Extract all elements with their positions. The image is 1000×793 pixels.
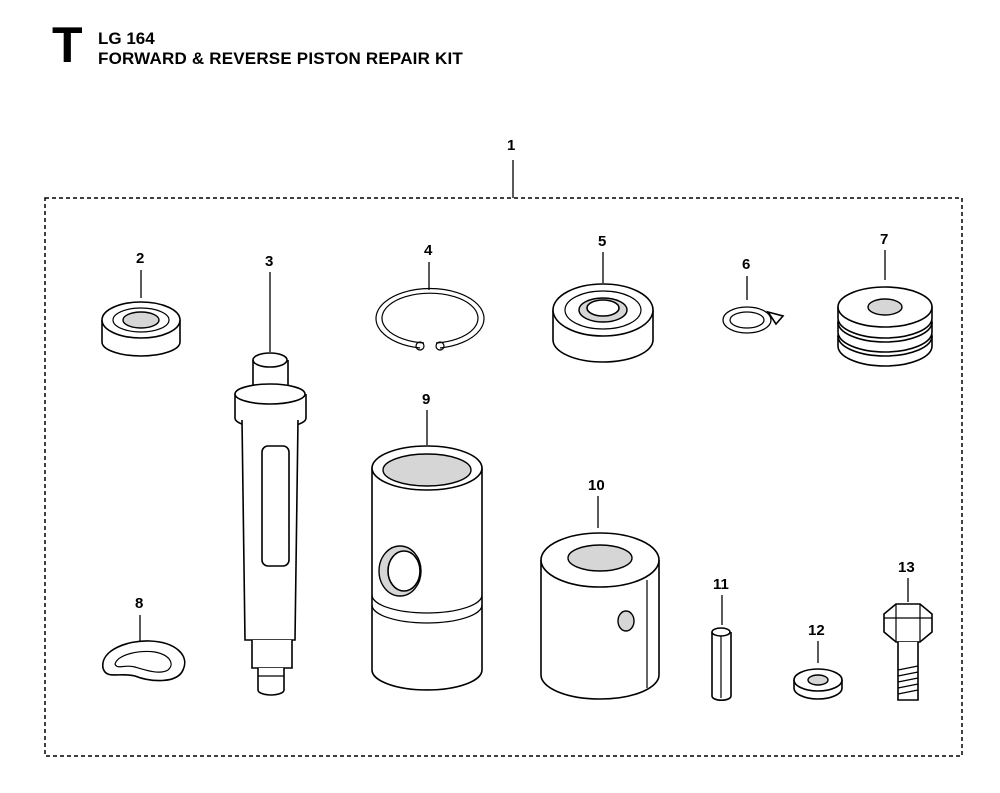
part-2-small-bearing: 2: [101, 250, 181, 357]
part-13-bolt: 13: [883, 559, 933, 701]
part-4-retaining-ring: 4: [375, 242, 485, 351]
model-number: LG 164: [98, 29, 155, 48]
callout-1: 1: [507, 137, 515, 154]
part-11-roll-pin: 11: [711, 576, 732, 702]
callout-11: 11: [713, 576, 729, 593]
callout-13: 13: [898, 559, 915, 576]
callout-12: 12: [808, 622, 825, 639]
callout-9: 9: [422, 391, 430, 408]
page-title: FORWARD & REVERSE PISTON REPAIR KIT: [98, 49, 463, 68]
part-5-large-bearing: 5: [552, 233, 654, 363]
section-letter: T: [52, 17, 83, 73]
callout-4: 4: [424, 242, 433, 259]
part-8-spring-washer: 8: [102, 595, 186, 682]
part-7-thrust-washer: 7: [837, 231, 933, 367]
callout-6: 6: [742, 256, 750, 273]
part-3-shaft: 3: [234, 253, 307, 696]
kit-group: 1: [44, 137, 963, 757]
part-12-washer: 12: [793, 622, 843, 700]
callout-10: 10: [588, 477, 605, 494]
callout-3: 3: [265, 253, 273, 270]
callout-2: 2: [136, 250, 144, 267]
callout-7: 7: [880, 231, 888, 248]
part-10-sleeve: 10: [540, 477, 660, 700]
callout-5: 5: [598, 233, 606, 250]
kit-boundary-box: [44, 197, 963, 757]
part-9-piston: 9: [371, 391, 483, 691]
callout-8: 8: [135, 595, 143, 612]
part-6-clip: 6: [722, 256, 785, 334]
